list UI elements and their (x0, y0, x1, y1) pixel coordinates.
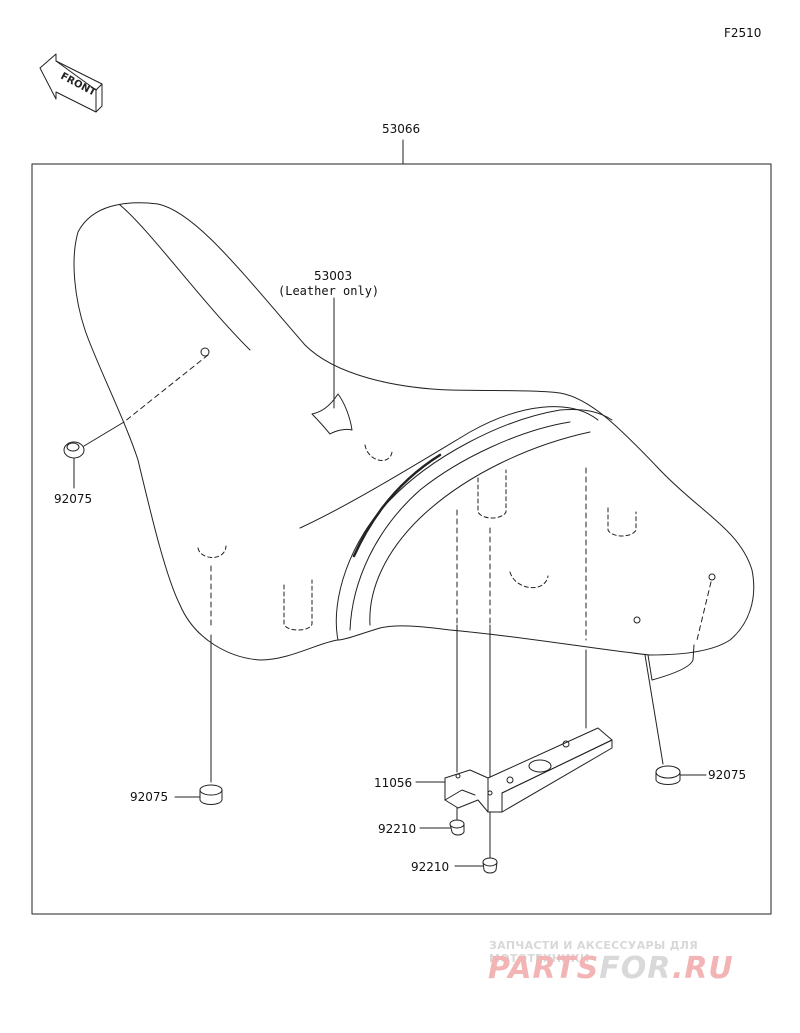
nut-b-part (454, 857, 498, 874)
damper-left-part (63, 441, 85, 489)
watermark-brand: PARTSFOR.RU (488, 951, 734, 986)
assembly-frame (31, 163, 772, 915)
label-note: (Leather only) (278, 284, 380, 298)
leather-label-sticker (311, 393, 353, 435)
part-number-damper-left: 92075 (54, 492, 93, 506)
part-number-damper-bottom: 92075 (130, 790, 169, 804)
part-number-nut-b: 92210 (411, 860, 450, 874)
front-arrow-icon (39, 53, 103, 113)
seat-bracket-part (415, 727, 613, 813)
nut-a-part (419, 819, 465, 836)
watermark-brand-c: .RU (671, 951, 734, 986)
figure-code: F2510 (724, 26, 762, 40)
part-number-bracket: 11056 (374, 776, 413, 790)
part-number-nut-a: 92210 (378, 822, 417, 836)
seat-outline (73, 202, 755, 681)
part-number-label: 53003 (314, 269, 353, 283)
watermark-brand-b: FOR (599, 951, 672, 986)
part-number-damper-right: 92075 (708, 768, 747, 782)
damper-bottom-part (174, 784, 223, 805)
damper-right-part (655, 765, 707, 785)
watermark-tagline: ЗАПЧАСТИ И АКСЕССУАРЫ ДЛЯ МОТОТЕХНИКИ (489, 939, 699, 965)
watermark-brand-a: PARTS (488, 951, 600, 986)
part-number-seat-assembly: 53066 (382, 122, 421, 136)
